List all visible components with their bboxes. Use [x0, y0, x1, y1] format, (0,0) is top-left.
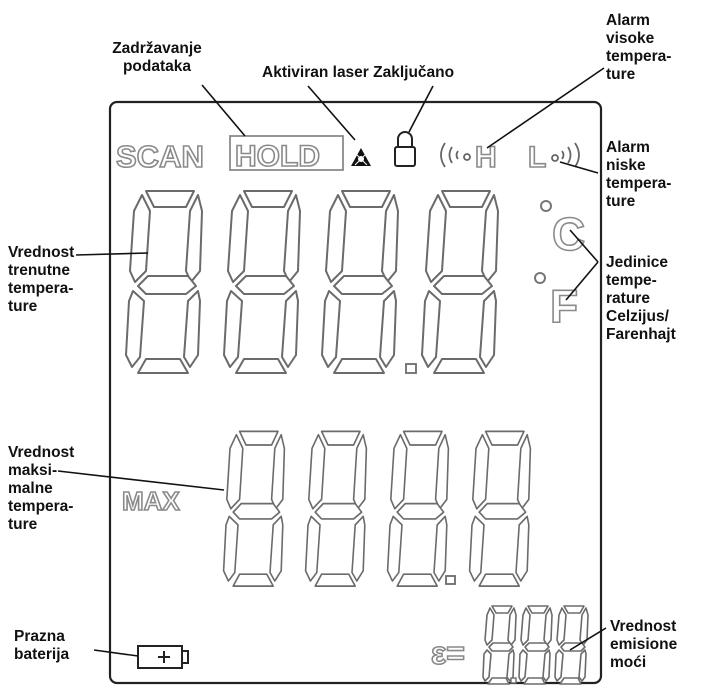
label-max-temp: Vrednost maksi- malne tempera- ture [8, 444, 75, 533]
low-alarm-letter: L [528, 141, 546, 174]
celsius-indicator: C [552, 208, 585, 260]
battery-icon [137, 645, 189, 669]
max-indicator: MAX [122, 486, 180, 516]
label-low-battery: Prazna baterija [14, 628, 70, 663]
emissivity-symbol: ε= [431, 635, 465, 671]
current-decimal-point [405, 363, 417, 374]
label-emissivity: Vrednost emisione moći [610, 618, 678, 671]
lcd-frame [108, 100, 603, 685]
high-alarm-letter: H [475, 141, 497, 174]
leader-lines [57, 67, 607, 657]
laser-icon [351, 148, 371, 166]
max-decimal-point [445, 575, 456, 585]
label-laser-lock: Aktiviran laser Zaključano [262, 64, 455, 81]
hold-indicator: HOLD [235, 140, 320, 173]
emissivity-decimal-point [510, 677, 517, 684]
lock-icon [394, 131, 416, 167]
celsius-degree-icon [540, 200, 552, 212]
fahrenheit-degree-icon [534, 272, 546, 284]
hold-indicator-box [229, 135, 344, 171]
label-units: Jedinice tempe- rature Celzijus/ Farenha… [606, 254, 676, 343]
fahrenheit-indicator: F [550, 280, 578, 332]
low-alarm-icon [551, 142, 580, 168]
label-current-temp: Vrednost trenutne tempera- ture [8, 244, 75, 315]
label-low-alarm: Alarm niske tempera- ture [606, 139, 672, 210]
high-alarm-icon [440, 142, 471, 168]
label-data-hold: Zadržavanje podataka [112, 40, 202, 75]
scan-indicator: SCAN [116, 139, 204, 174]
label-high-alarm: Alarm visoke tempera- ture [606, 12, 672, 83]
